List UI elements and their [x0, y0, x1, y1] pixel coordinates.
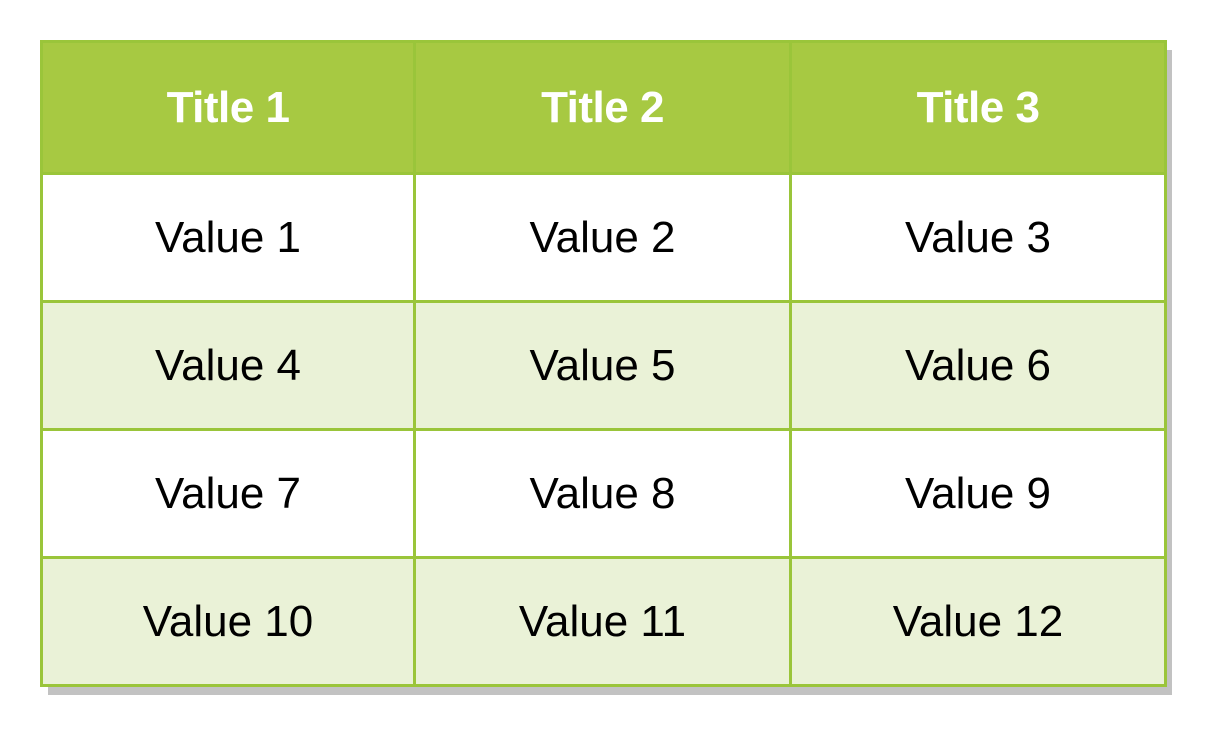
table-row: Value 7 Value 8 Value 9	[40, 428, 1167, 559]
table-cell: Value 9	[789, 428, 1167, 559]
table-cell: Value 2	[413, 172, 792, 303]
table-cell: Value 1	[40, 172, 416, 303]
table-cell: Value 10	[40, 556, 416, 687]
table-row: Value 4 Value 5 Value 6	[40, 300, 1167, 431]
table-cell: Value 8	[413, 428, 792, 559]
header-cell-title-1: Title 1	[40, 40, 416, 175]
table-row: Value 10 Value 11 Value 12	[40, 556, 1167, 687]
table-cell: Value 11	[413, 556, 792, 687]
header-cell-title-3: Title 3	[789, 40, 1167, 175]
header-row: Title 1 Title 2 Title 3	[40, 40, 1167, 175]
table-body: Value 1 Value 2 Value 3 Value 4 Value 5 …	[40, 172, 1167, 687]
table-container: Title 1 Title 2 Title 3 Value 1 Value 2 …	[40, 40, 1167, 687]
table-cell: Value 5	[413, 300, 792, 431]
table-cell: Value 6	[789, 300, 1167, 431]
table-cell: Value 7	[40, 428, 416, 559]
table-cell: Value 3	[789, 172, 1167, 303]
table-cell: Value 4	[40, 300, 416, 431]
header-cell-title-2: Title 2	[413, 40, 792, 175]
data-table: Title 1 Title 2 Title 3 Value 1 Value 2 …	[40, 40, 1167, 687]
table-cell: Value 12	[789, 556, 1167, 687]
table-header: Title 1 Title 2 Title 3	[40, 40, 1167, 175]
table-row: Value 1 Value 2 Value 3	[40, 172, 1167, 303]
